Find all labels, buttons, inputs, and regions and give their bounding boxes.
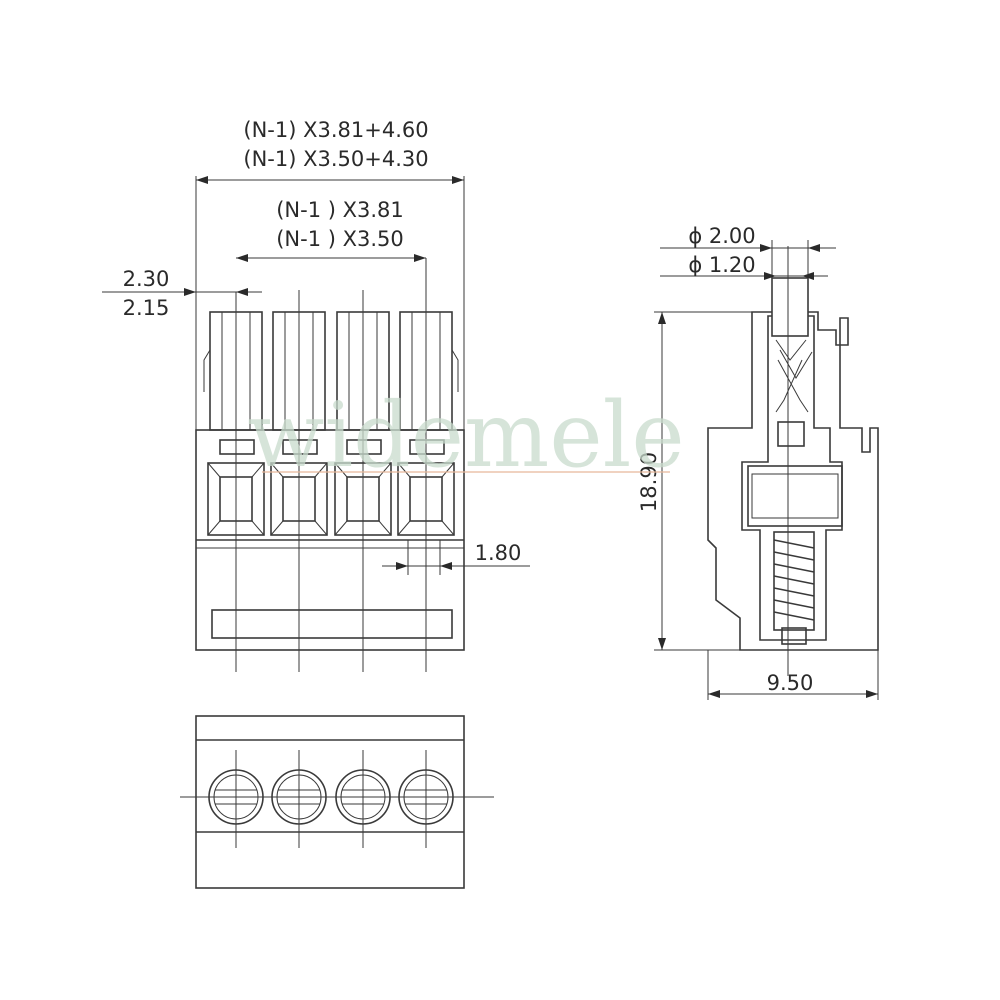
dim-pitch-b: (N-1 ) X3.50 — [276, 227, 404, 251]
dim-height: 18.90 — [637, 311, 752, 651]
dim-depth-value: 9.50 — [767, 671, 814, 695]
front-view — [195, 258, 465, 672]
watermark: widemele — [247, 383, 684, 488]
dim-total-width-b: (N-1) X3.50+4.30 — [243, 147, 428, 171]
dim-hole-outer: ϕ 2.00 — [688, 224, 755, 248]
wire-entry — [771, 277, 809, 337]
dim-total-width: (N-1) X3.81+4.60 (N-1) X3.50+4.30 — [195, 118, 465, 430]
front-base-slot — [211, 609, 453, 639]
side-view — [707, 246, 879, 676]
dim-slot: 1.80 — [382, 540, 530, 575]
dim-pitch: (N-1 ) X3.81 (N-1 ) X3.50 — [236, 198, 426, 262]
clamp-box — [747, 465, 843, 527]
pin-centerlines — [235, 258, 427, 672]
dim-pitch-a: (N-1 ) X3.81 — [276, 198, 404, 222]
dim-hole-inner: ϕ 1.20 — [688, 253, 755, 277]
dim-edge-b: 2.15 — [123, 296, 170, 320]
bottom-view — [180, 715, 494, 889]
dim-edge-a: 2.30 — [123, 267, 170, 291]
dim-total-width-a: (N-1) X3.81+4.60 — [243, 118, 428, 142]
dim-depth: 9.50 — [707, 650, 879, 700]
wire-holes — [208, 750, 454, 848]
side-housing — [707, 311, 879, 651]
spring-clamp — [775, 339, 813, 413]
slot-marks — [219, 439, 445, 455]
watermark-text: widemele — [247, 383, 684, 488]
dim-height-value: 18.90 — [637, 452, 661, 512]
screw — [773, 531, 815, 645]
dim-edge: 2.30 2.15 — [102, 267, 262, 320]
dim-slot-value: 1.80 — [475, 541, 522, 565]
dim-hole: ϕ 2.00 ϕ 1.20 — [660, 224, 836, 282]
